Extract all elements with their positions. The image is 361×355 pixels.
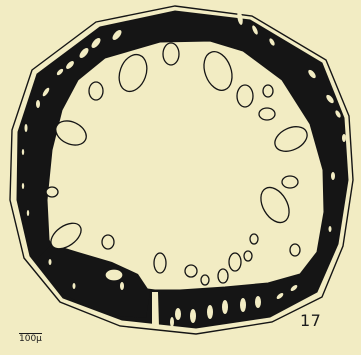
bundle — [114, 51, 151, 96]
bundle — [199, 48, 237, 94]
bundle — [201, 275, 209, 285]
bundle — [154, 253, 166, 273]
bundle — [271, 122, 311, 156]
bundle — [250, 234, 258, 244]
bundle — [259, 108, 275, 120]
bundle — [263, 85, 273, 97]
figure-number: 17 — [300, 311, 321, 330]
bundle — [105, 269, 123, 281]
lower-left-lobe — [38, 244, 150, 318]
bundle — [255, 183, 295, 228]
ring-gap — [152, 292, 159, 327]
bundle — [244, 251, 252, 261]
bundle — [290, 244, 300, 256]
vascular-bundles — [46, 43, 311, 285]
bundle — [102, 235, 114, 249]
bundle — [185, 265, 197, 277]
bundle — [218, 269, 228, 283]
bundle — [229, 253, 241, 271]
bundle — [282, 176, 298, 188]
bundle — [46, 187, 58, 197]
bundle — [163, 43, 179, 65]
scale-bar-label: 100μ — [19, 333, 42, 344]
bundle — [237, 85, 253, 107]
bundle — [89, 82, 103, 100]
